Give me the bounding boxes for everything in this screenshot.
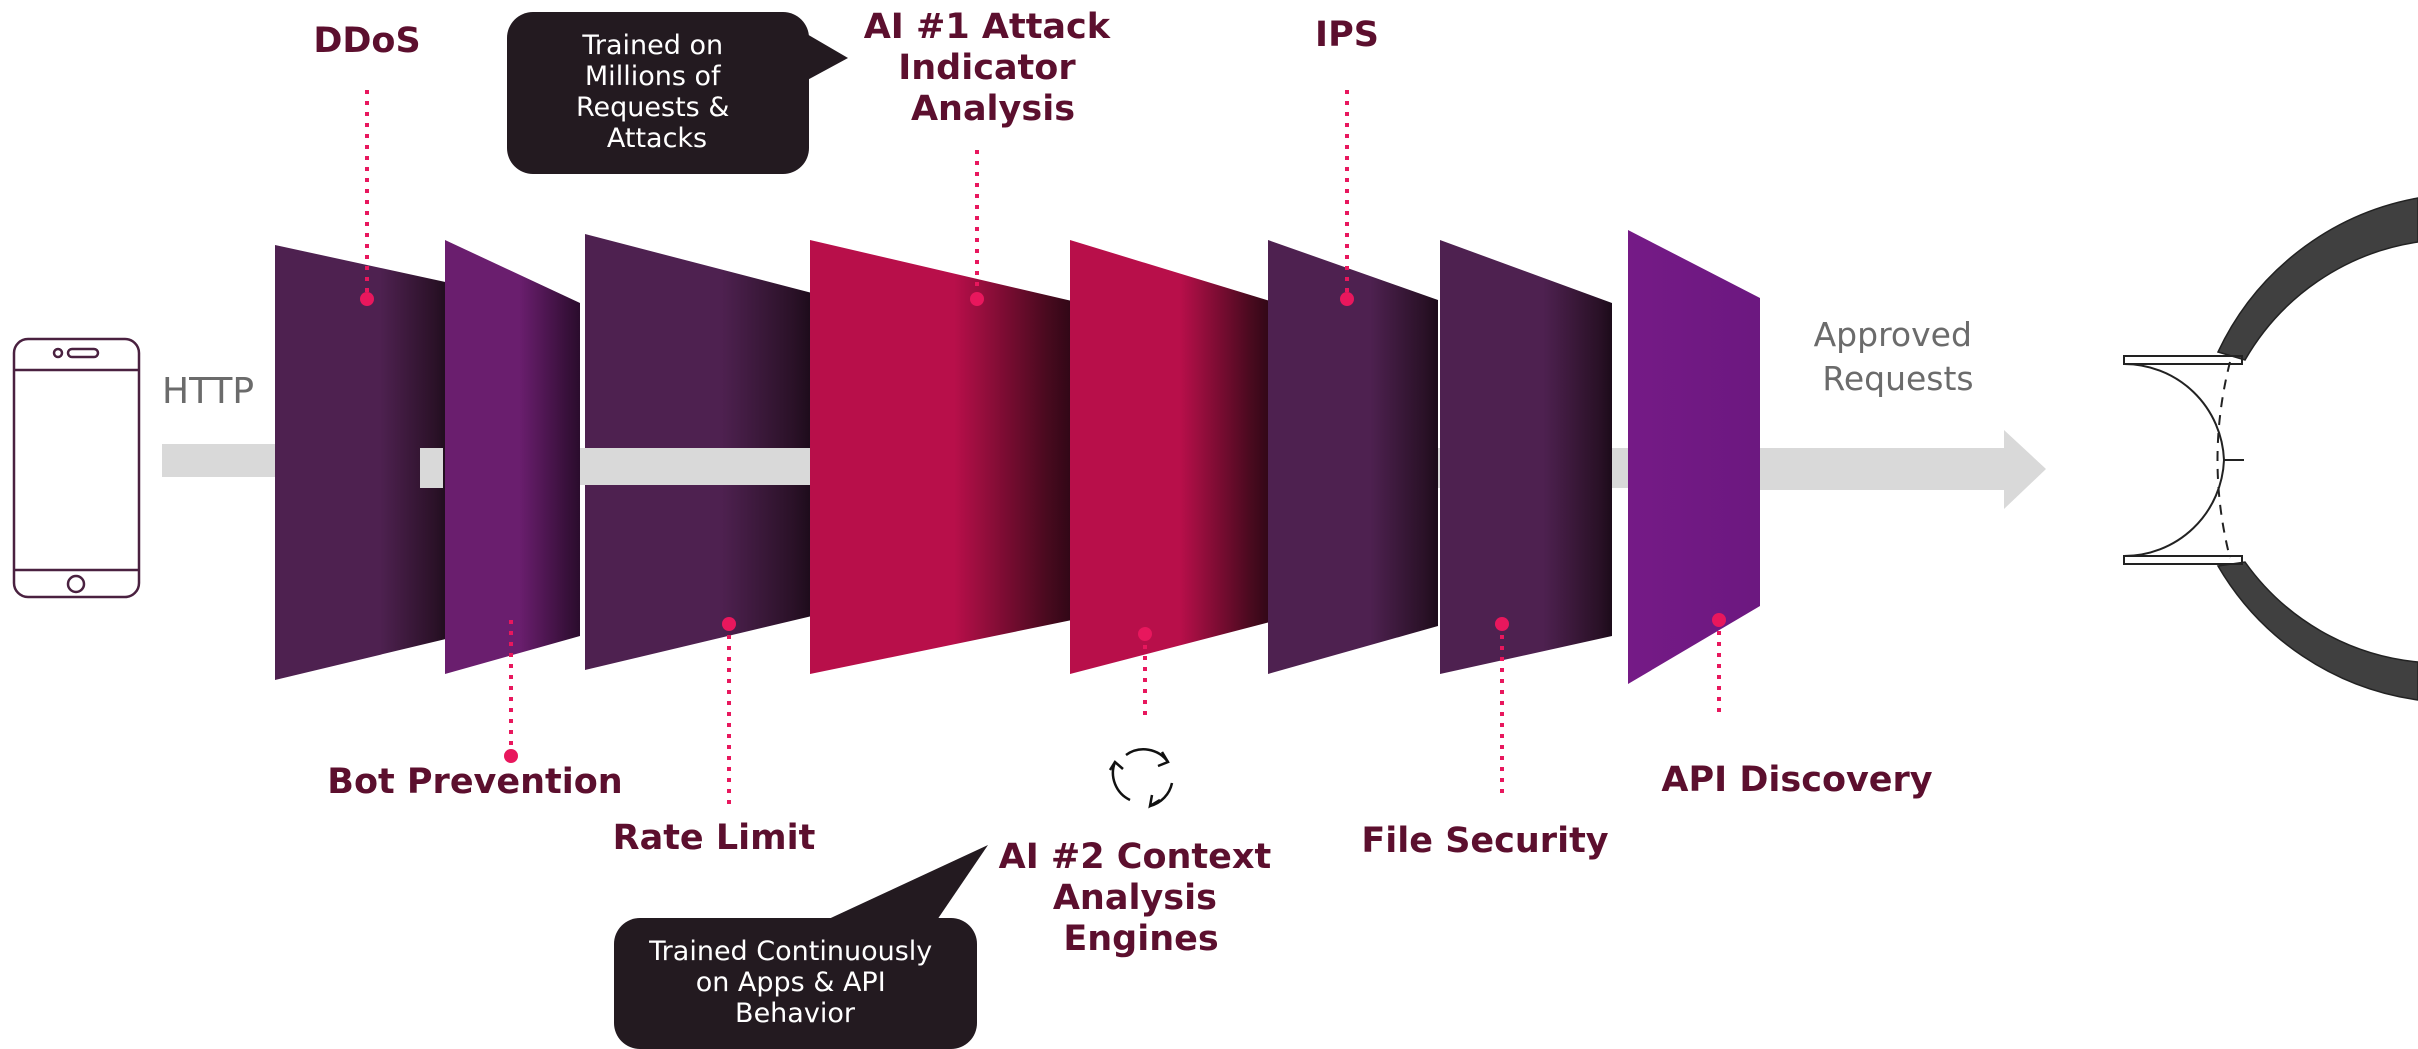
callout-top: Trained on Millions of Requests & Attack…: [507, 12, 848, 174]
callout-bottom-box: [614, 918, 977, 1049]
door-arch-icon: [2123, 197, 2418, 701]
callout-bottom-text: Trained Continuously on Apps & API Behav…: [648, 936, 941, 1029]
layer-label-api-discovery: API Discovery: [1661, 760, 1932, 800]
layer-label-ddos: DDoS: [313, 21, 420, 61]
smartphone-icon: [12, 337, 141, 599]
approved-requests-line: Requests: [1822, 359, 1973, 398]
callout-bottom-line: Trained Continuously: [648, 936, 932, 967]
connector-dot-rate-limit: [722, 617, 736, 631]
refresh-arrowhead: [1157, 751, 1170, 768]
callout-top-line: Requests &: [576, 92, 729, 123]
connectors: [365, 90, 1721, 805]
door-leaf-upper: [2123, 362, 2225, 461]
layer-label-line: Engines: [1063, 919, 1218, 959]
layer-panel-bot-prevention: [445, 240, 580, 674]
layer-panel-ips: [1268, 240, 1438, 674]
layer-panel-ddos: [275, 245, 450, 680]
callout-bottom: Trained Continuously on Apps & API Behav…: [614, 845, 988, 1049]
layer-panel-ai-attack-indicator: [810, 240, 1072, 674]
layer-label-line: AI #1 Attack: [864, 7, 1111, 47]
connector-dots: [360, 292, 1726, 763]
door-arch-lower: [2216, 561, 2418, 701]
connector-dot-ai-context-analysis: [1138, 627, 1152, 641]
callout-bottom-tail: [820, 845, 988, 923]
layer-label-ips: IPS: [1315, 15, 1379, 55]
layer-label-line: Indicator: [898, 48, 1076, 88]
http-label: HTTP: [162, 371, 254, 412]
callout-top-text: Trained on Millions of Requests & Attack…: [576, 30, 738, 154]
connector-dot-api-discovery: [1712, 613, 1726, 627]
phone-speaker: [66, 347, 100, 359]
callout-top-tail: [800, 30, 848, 84]
flow-bar-input: [162, 444, 282, 477]
layer-panel-api-discovery: [1628, 230, 1760, 684]
layer-panel-ai-context-analysis: [1070, 240, 1270, 674]
connector-dot-ddos: [360, 292, 374, 306]
refresh-arc: [1125, 748, 1170, 763]
layer-label-line: Analysis: [1053, 878, 1217, 918]
layer-label-ai-attack-indicator: AI #1 Attack Indicator Analysis: [864, 7, 1123, 129]
connector-dot-bot-prevention: [504, 749, 518, 763]
layer-label-bot-prevention: Bot Prevention: [327, 762, 622, 802]
callout-top-line: Trained on: [581, 30, 723, 61]
flow-window: [420, 448, 443, 488]
callout-top-line: Attacks: [607, 123, 707, 154]
door-frame-bottom: [2123, 555, 2243, 565]
door-leaf-lower: [2123, 459, 2225, 558]
phone-camera: [52, 347, 64, 359]
phone-home-button: [66, 574, 86, 594]
connector-dot-ai-attack-indicator: [970, 292, 984, 306]
connector-dot-file-security: [1495, 617, 1509, 631]
refresh-arrowhead: [1148, 794, 1161, 809]
layer-label-ai-context-analysis: AI #2 Context Analysis Engines: [999, 837, 1284, 959]
door-arch-upper: [2216, 197, 2418, 361]
callout-top-box: [507, 12, 809, 174]
layer-label-file-security: File Security: [1361, 821, 1608, 861]
door-frame-top: [2123, 355, 2243, 365]
approved-requests-label: Approved Requests: [1814, 315, 1983, 398]
connector-dot-ips: [1340, 292, 1354, 306]
callout-bottom-line: on Apps & API: [696, 967, 886, 998]
flow-arrow-output: [1733, 430, 2046, 509]
phone-body: [12, 337, 141, 599]
approved-requests-line: Approved: [1814, 315, 1972, 354]
layer-panel-file-security: [1440, 240, 1612, 674]
callout-bottom-line: Behavior: [735, 998, 856, 1029]
flow-window: [585, 448, 812, 485]
defense-layers: [275, 230, 1760, 684]
layer-label-line: AI #2 Context: [999, 837, 1272, 877]
refresh-arc: [1149, 782, 1174, 808]
door-swing-line: [2216, 361, 2231, 559]
callout-top-line: Millions of: [585, 61, 722, 92]
layer-label-line: Analysis: [911, 89, 1075, 129]
refresh-arrowhead: [1108, 760, 1124, 771]
layer-label-rate-limit: Rate Limit: [613, 818, 816, 858]
refresh-cycle-icon: [1108, 748, 1174, 809]
